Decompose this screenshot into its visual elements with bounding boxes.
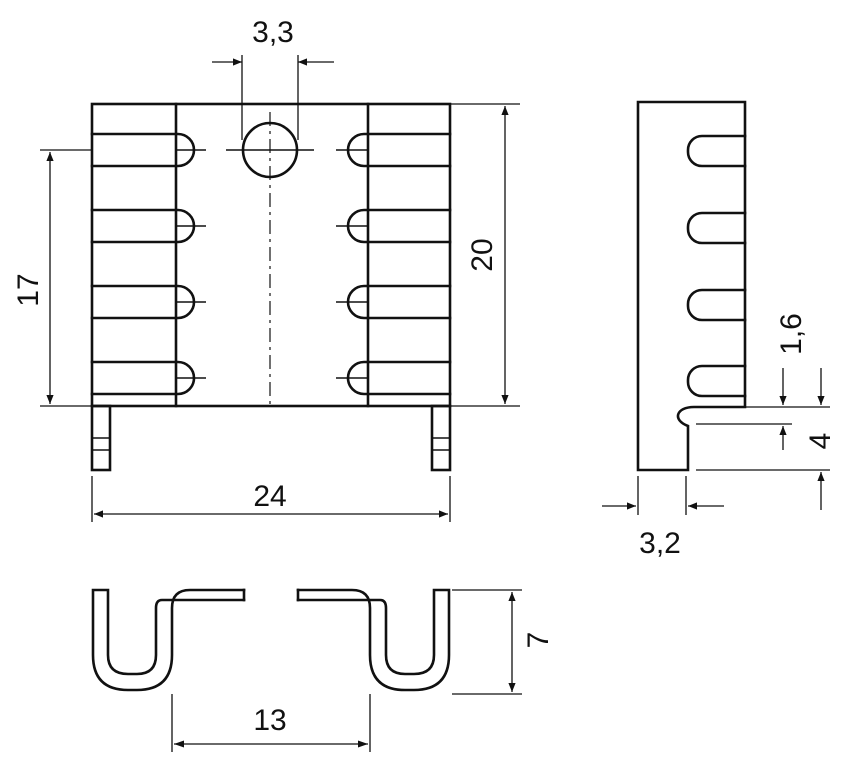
dim-thickness: 3,2 (602, 476, 724, 560)
right-leg (430, 404, 452, 472)
dim-hole-diameter: 3,3 (212, 16, 334, 140)
bottom-view (91, 588, 451, 692)
label-width: 24 (253, 480, 286, 513)
label-leg-length: 4 (804, 433, 837, 450)
right-fins (336, 132, 452, 396)
side-slot (686, 211, 747, 245)
dim-slot-width: 1,6 (745, 313, 830, 408)
side-slot (686, 364, 747, 398)
label-thickness: 3,2 (639, 527, 681, 560)
side-view (636, 100, 747, 472)
label-fin-span: 17 (12, 273, 45, 306)
label-depth: 7 (522, 632, 555, 649)
label-channel-width: 13 (253, 704, 286, 737)
label-height: 20 (466, 238, 499, 271)
front-view (90, 102, 452, 472)
dim-fin-span: 17 (12, 149, 92, 407)
side-slot (686, 288, 747, 322)
dim-depth: 7 (452, 589, 555, 695)
left-leg (90, 404, 112, 472)
dim-leg-length: 4 (696, 423, 837, 510)
side-slot (686, 134, 747, 168)
label-hole-diameter: 3,3 (252, 16, 294, 49)
dim-height: 20 (450, 103, 520, 407)
left-fins (90, 132, 206, 396)
dim-width: 24 (91, 476, 451, 522)
dim-channel-width: 13 (171, 694, 371, 752)
label-slot-width: 1,6 (775, 313, 808, 355)
